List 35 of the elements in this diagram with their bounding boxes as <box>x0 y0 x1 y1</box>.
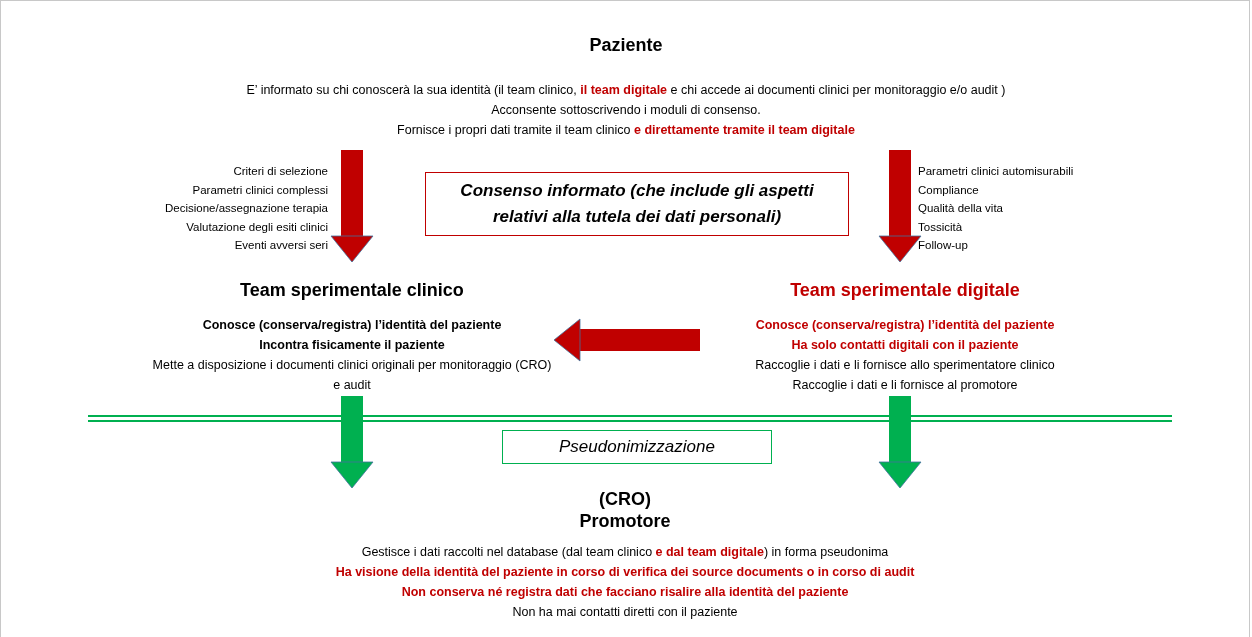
list-item-text: Parametri clinici complessi <box>192 182 328 198</box>
statement-text: E’ informato su chi conoscerà la sua identità (il team clinico, il team digitale e chi accede ai documenti clinici per monitoraggio e/o audit ) <box>246 82 1006 99</box>
statement-text: Conosce (conserva/registra) l’identità del paziente <box>755 317 1055 334</box>
statement-text: Mette a disposizione i documenti clinici originali per monitoraggio (CRO) e audit <box>151 357 553 394</box>
statement-text: Acconsente sottoscrivendo i moduli di consenso. <box>491 102 761 119</box>
statement-text: Non conserva né registra dati che facciano risalire alla identità del paziente <box>401 584 849 601</box>
block-arrow <box>330 396 374 489</box>
list-item-text: Decisione/assegnazione terapia <box>164 201 328 216</box>
pseudonymization-note: Pseudonimizzazione <box>502 430 772 464</box>
statement-text: Incontra fisicamente il paziente <box>259 337 445 354</box>
block-arrow <box>878 150 922 263</box>
sponsor-heading: (CRO) Promotore <box>578 488 672 532</box>
consent-note: Consenso informato (che include gli aspetti relativi alla tutela dei dati personali) <box>425 172 849 236</box>
list-item-text: Valutazione degli esiti clinici <box>186 219 328 235</box>
statement-text: Non ha mai contatti diretti con il paziente <box>512 604 738 621</box>
list-item-text: Compliance <box>918 182 979 198</box>
block-arrow <box>553 318 700 362</box>
list-item-text: Qualità della vita <box>918 201 1004 216</box>
block-arrow <box>878 396 922 489</box>
list-item-text: Parametri clinici automisurabili <box>918 164 1074 179</box>
team-heading: Team sperimentale clinico <box>240 279 464 301</box>
title-heading: Paziente <box>589 34 663 56</box>
list-item-text: Follow-up <box>918 238 968 253</box>
statement-text: Conosce (conserva/registra) l’identità del paziente <box>202 317 502 334</box>
list-item-text: Tossicità <box>918 219 963 235</box>
statement-text: Gestisce i dati raccolti nel database (dal team clinico e dal team digitale) in forma pseudonima <box>361 544 889 561</box>
list-item-text: Eventi avversi seri <box>234 238 328 253</box>
team-heading: Team sperimentale digitale <box>790 279 1020 301</box>
statement-text: Raccoglie i dati e li fornisce al promotore <box>792 377 1018 394</box>
statement-text: Ha solo contatti digitali con il paziente <box>791 337 1019 354</box>
statement-text: Ha visione della identità del paziente in corso di verifica dei source documents o in corso di audit <box>335 564 915 581</box>
block-arrow <box>330 150 374 263</box>
statement-text: Raccoglie i dati e li fornisce allo sperimentatore clinico <box>755 357 1055 374</box>
statement-text: Fornisce i propri dati tramite il team clinico e direttamente tramite il team digitale <box>397 122 855 139</box>
list-item-text: Criteri di selezione <box>233 164 328 179</box>
